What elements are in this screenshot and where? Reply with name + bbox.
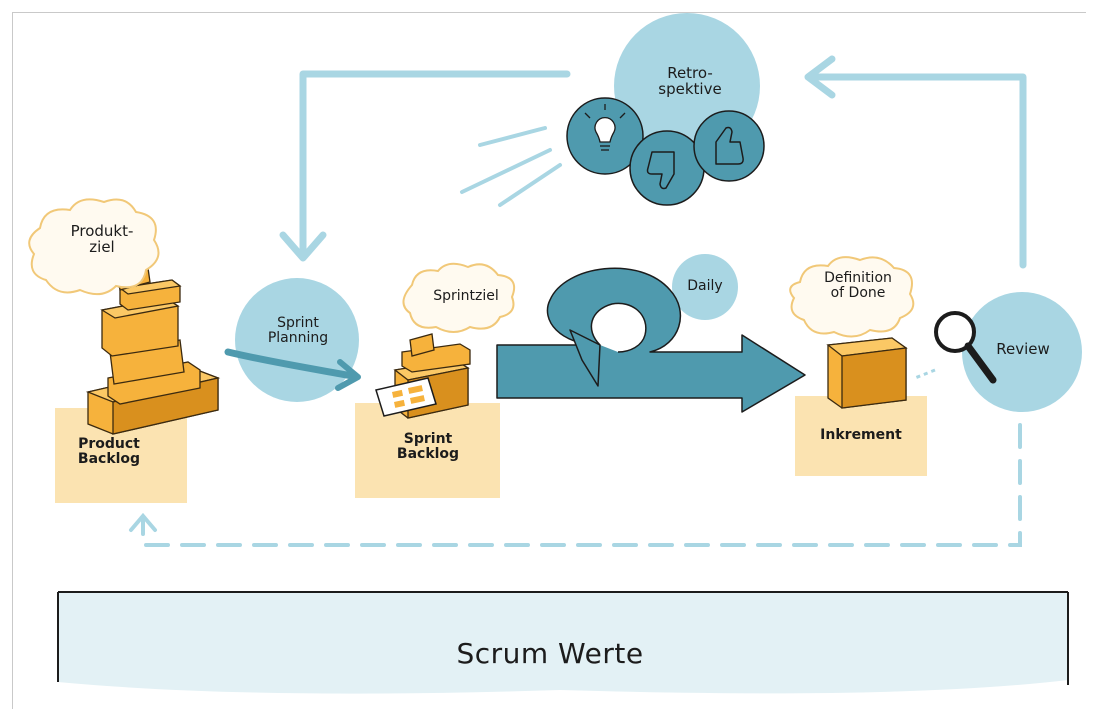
review-to-retro-line (806, 73, 1027, 269)
inkrement-sticky (795, 396, 927, 476)
sprint-backlog-sticky (355, 403, 500, 498)
product-backlog-label: Product Backlog (77, 436, 141, 467)
magnifier-icon (934, 311, 997, 384)
sprintziel-cloud (402, 262, 516, 333)
produktziel-label: Produkt- ziel (70, 222, 134, 256)
sprint-cycle-arrow (496, 267, 806, 413)
retrospektive-label: Retro- spektive (658, 64, 722, 98)
lightbulb-icon (566, 97, 644, 175)
feedback-loop (279, 55, 1027, 269)
retro-to-planning-arrowhead (279, 231, 327, 262)
thumbs-down-icon (629, 130, 705, 206)
sprint-backlog-label: Sprint Backlog (396, 431, 460, 462)
sprint-planning-label: Sprint Planning (267, 315, 329, 346)
planning-arrowhead (335, 359, 361, 391)
daily-label: Daily (687, 278, 723, 294)
review-to-retro-arrowhead (804, 55, 836, 99)
refinement-dashed-loop (129, 423, 1022, 547)
daily-circle (672, 254, 738, 320)
produktziel-cloud (28, 198, 160, 296)
sprint-backlog-card (375, 377, 437, 417)
dod-label: Definition of Done (824, 270, 892, 301)
inkrement-box (826, 337, 908, 409)
thumbs-up-icon (693, 110, 765, 182)
sprintziel-label: Sprintziel (433, 288, 499, 304)
dod-cloud (789, 256, 915, 338)
scrum-werte-plank (57, 591, 1069, 694)
retro-rays (460, 126, 562, 207)
diagram-frame (12, 12, 1086, 709)
review-connector (914, 368, 936, 380)
planning-arrow (224, 348, 356, 380)
retro-to-planning-line (299, 70, 571, 259)
product-backlog-boxes (85, 267, 221, 435)
review-label: Review (996, 340, 1050, 358)
scrum-werte-label: Scrum Werte (456, 637, 644, 670)
inkrement-label: Inkrement (820, 427, 902, 443)
